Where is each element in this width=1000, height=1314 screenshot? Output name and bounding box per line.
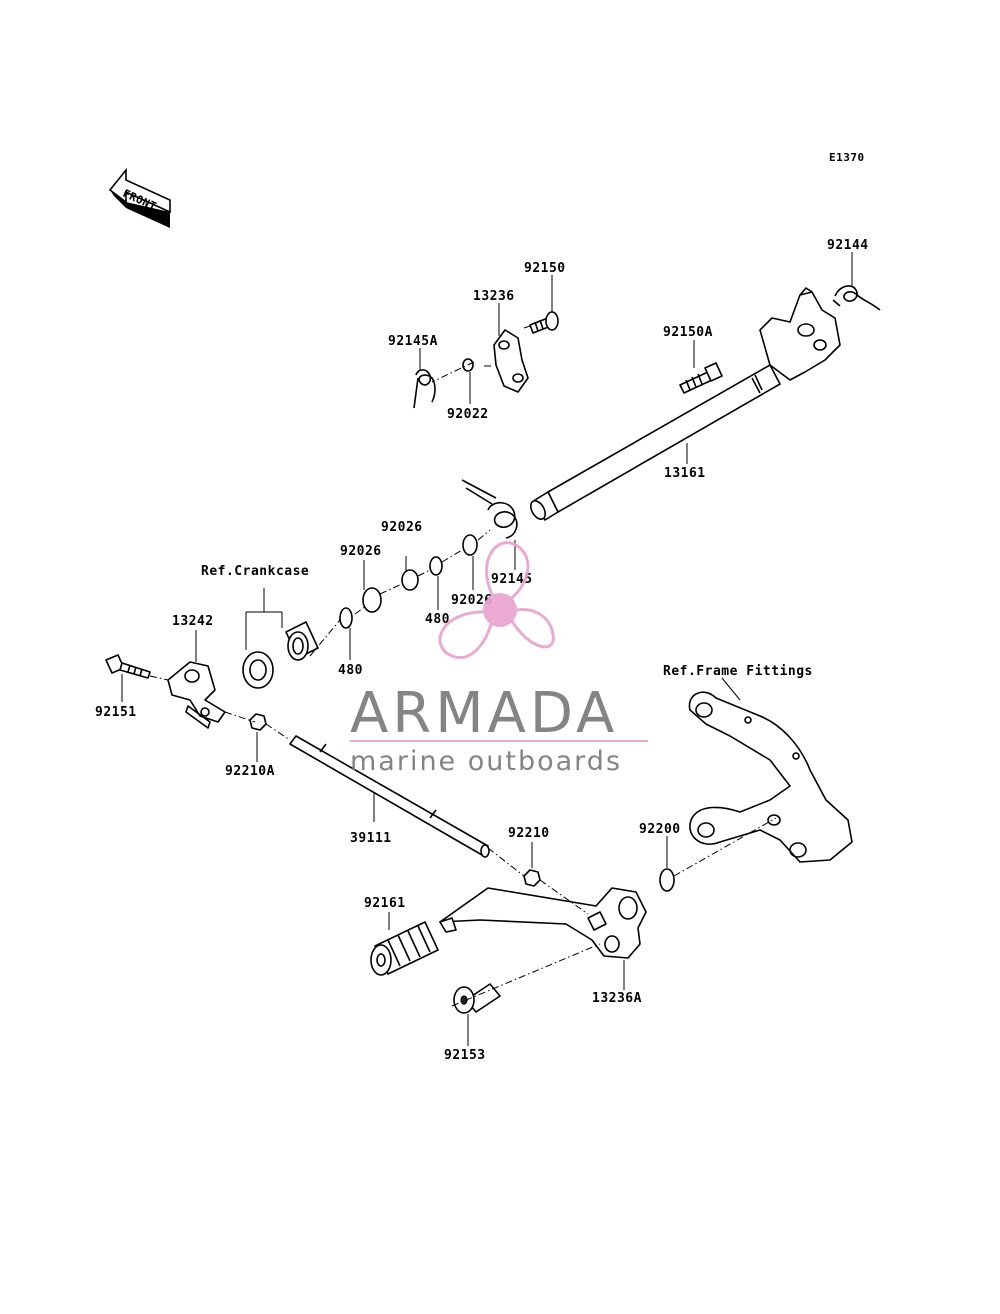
part-label-92026-a: 92026: [340, 544, 382, 559]
lever-13242: [167, 661, 226, 729]
armada-watermark: ARMADA marine outboards: [350, 541, 648, 777]
part-label-92210: 92210: [508, 826, 550, 841]
washer-92026-b: [401, 569, 419, 591]
part-label-92210A: 92210A: [225, 764, 275, 779]
part-label-92200: 92200: [639, 822, 681, 837]
centerline-1: [149, 529, 491, 741]
circlip-480-b: [429, 556, 443, 576]
ref-crankcase-label: Ref.Crankcase: [201, 564, 309, 579]
nut-92210: [523, 869, 541, 887]
part-label-92153: 92153: [444, 1048, 486, 1063]
pin-92150: [529, 311, 559, 334]
part-label-39111: 39111: [350, 831, 392, 846]
part-label-480-a: 480: [338, 663, 363, 678]
diagram-code: E1370: [829, 151, 865, 164]
spring-92144: [832, 285, 881, 311]
part-label-480-b: 480: [425, 612, 450, 627]
part-label-92026-b: 92026: [381, 520, 423, 535]
watermark-tagline: marine outboards: [350, 746, 622, 777]
bolt-92151: [105, 654, 151, 679]
nut-92210A: [249, 713, 267, 731]
bearing-crankcase: [242, 621, 319, 689]
spring-92145: [461, 479, 518, 539]
shift-shaft-13161: [529, 287, 841, 521]
front-arrow-icon: FRONT: [108, 167, 171, 228]
part-label-92161: 92161: [364, 896, 406, 911]
circlip-480-a: [339, 607, 353, 629]
watermark-brand: ARMADA: [350, 681, 618, 746]
part-label-92145A: 92145A: [388, 334, 438, 349]
leader-lines: [121, 252, 853, 1046]
washer-92026-a: [362, 587, 382, 613]
part-label-92144: 92144: [827, 238, 869, 253]
part-label-92151: 92151: [95, 705, 137, 720]
propeller-logo-icon: [438, 541, 555, 660]
ref-frame-fittings-label: Ref.Frame Fittings: [663, 664, 813, 679]
part-label-92022: 92022: [447, 407, 489, 422]
part-label-92150: 92150: [524, 261, 566, 276]
washer-92200: [659, 868, 675, 892]
part-label-13161: 13161: [664, 466, 706, 481]
part-label-92150A: 92150A: [663, 325, 713, 340]
washer-92026-c: [462, 534, 478, 556]
pedal-13236A: [439, 887, 647, 959]
ref-crankcase-bracket: [245, 588, 283, 650]
part-label-92145: 92145: [491, 572, 533, 587]
watermark-divider: [350, 740, 648, 742]
rod-39111: [289, 735, 490, 858]
frame-fittings-bracket: [688, 691, 853, 863]
spring-92145A: [413, 369, 436, 409]
plate-13236: [493, 329, 529, 393]
bolt-92150A: [679, 362, 723, 394]
part-label-13242: 13242: [172, 614, 214, 629]
centerline-3: [431, 325, 531, 383]
part-label-13236: 13236: [473, 289, 515, 304]
part-label-92026-c: 92026: [451, 593, 493, 608]
centerline-2: [451, 817, 777, 1007]
rubber-92161: [370, 921, 439, 976]
part-label-13236A: 13236A: [592, 991, 642, 1006]
